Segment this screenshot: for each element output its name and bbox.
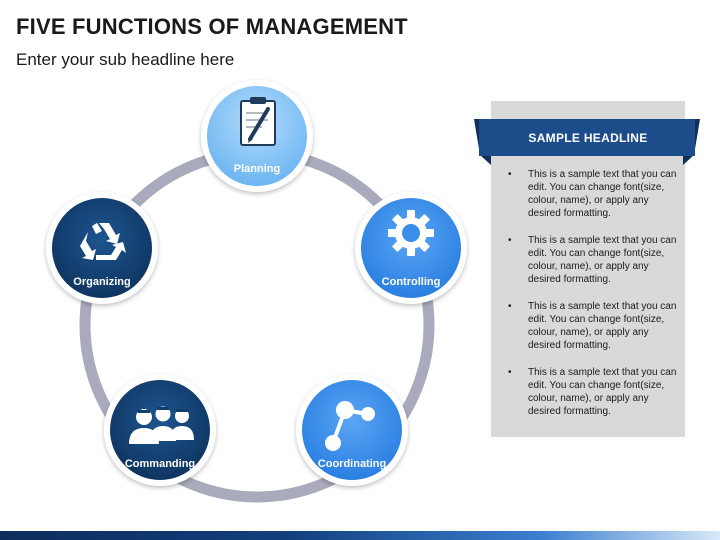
clipboard-pen-icon — [240, 97, 276, 146]
page-subtitle: Enter your sub headline here — [16, 50, 235, 69]
recycle-icon — [80, 223, 126, 260]
node-label-commanding: Commanding — [125, 458, 195, 470]
bullet-item: •This is a sample text that you can edit… — [508, 169, 677, 219]
sample-headline: SAMPLE HEADLINE — [528, 131, 648, 145]
page-title: FIVE FUNCTIONS OF MANAGEMENT — [16, 14, 408, 39]
people-group-icon — [129, 406, 194, 444]
node-label-organizing: Organizing — [73, 276, 130, 288]
bullet-dot-icon: • — [508, 235, 512, 246]
footer-gradient-bar — [0, 531, 720, 540]
headline-banner — [474, 119, 700, 165]
node-label-coordinating: Coordinating — [318, 458, 386, 470]
node-label-controlling: Controlling — [382, 276, 441, 288]
gear-icon — [388, 210, 434, 256]
node-label-planning: Planning — [234, 163, 280, 175]
bullet-item: •This is a sample text that you can edit… — [508, 301, 677, 351]
network-share-icon — [325, 401, 375, 451]
bullet-item: •This is a sample text that you can edit… — [508, 235, 677, 285]
bullet-dot-icon: • — [508, 169, 512, 180]
sample-text-panel — [491, 101, 685, 437]
bullet-dot-icon: • — [508, 367, 512, 378]
node-organizing[interactable]: Organizing — [46, 192, 158, 304]
bullet-dot-icon: • — [508, 301, 512, 312]
bullet-item: •This is a sample text that you can edit… — [508, 367, 677, 417]
node-coordinating[interactable]: Coordinating — [296, 374, 408, 486]
bullet-list: •This is a sample text that you can edit… — [508, 168, 684, 432]
node-commanding[interactable]: Commanding — [104, 374, 216, 486]
node-controlling[interactable]: Controlling — [355, 192, 467, 304]
node-planning[interactable]: Planning — [201, 80, 313, 192]
